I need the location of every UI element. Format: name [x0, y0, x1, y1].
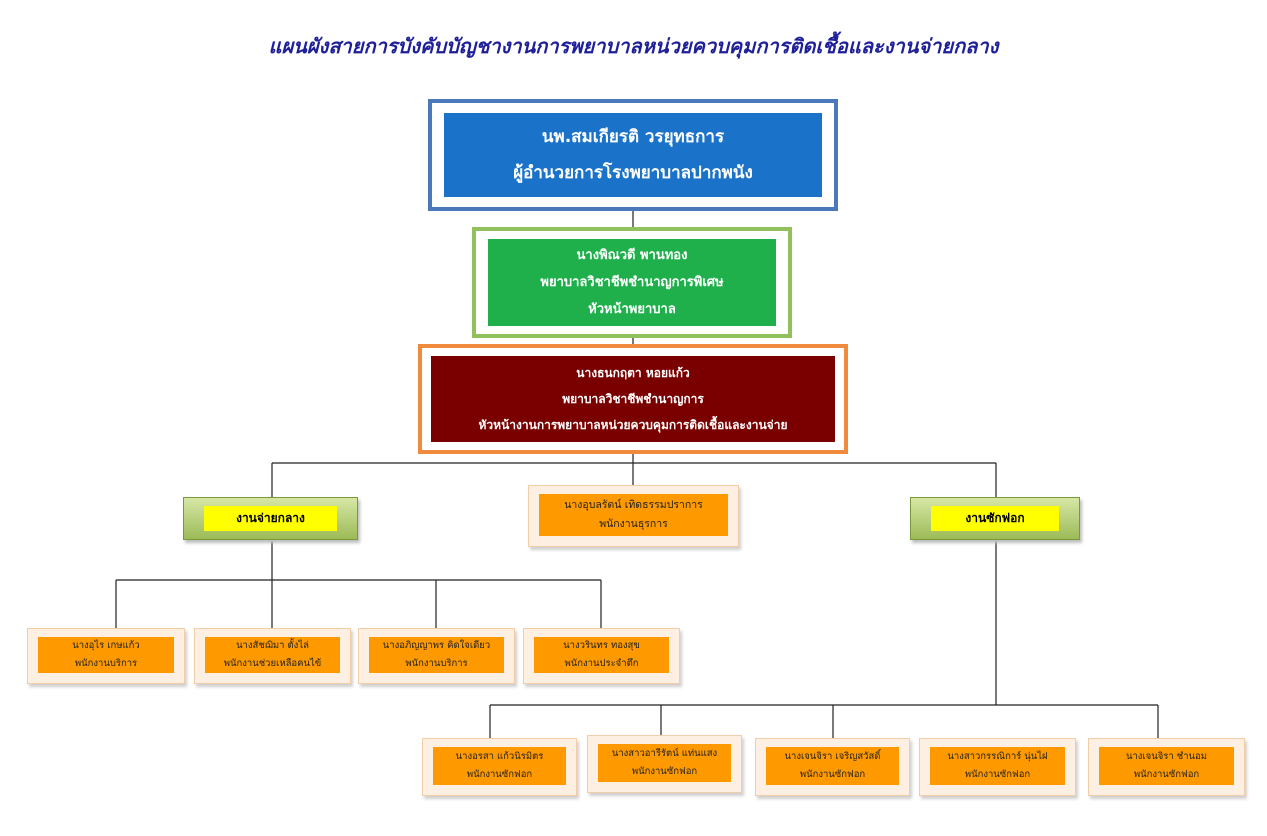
admin-staff-name: นางอุบลรัตน์ เทิดธรรมปราการ: [564, 499, 703, 511]
staff-card-central-1: นางอุไร เกษแก้ว พนักงานบริการ: [27, 628, 185, 684]
staff-name: นางเจนจิรา ชำนอม: [1125, 751, 1208, 762]
section-central-supply: งานจ่ายกลาง: [183, 497, 358, 540]
staff-card-laundry-3: นางเจนจิรา เจริญสวัสดิ์ พนักงานซักฟอก: [755, 738, 910, 796]
staff-card-laundry-4: นางสาวกรรณิการ์ นุ่นไฝ พนักงานซักฟอก: [919, 738, 1076, 796]
staff-name: นางอุไร เกษแก้ว: [72, 640, 140, 651]
staff-name: นางเจนจิรา เจริญสวัสดิ์: [784, 751, 881, 762]
supervisor-position: หัวหน้างานการพยาบาลหน่วยควบคุมการติดเชื้…: [478, 418, 788, 432]
staff-name: นางสาวกรรณิการ์ นุ่นไฝ: [947, 751, 1048, 762]
section-central-supply-label: งานจ่ายกลาง: [204, 506, 337, 531]
staff-name: นางสัชฌิมา ตั้งไล่: [236, 640, 309, 651]
staff-position: พนักงานซักฟอก: [466, 769, 533, 780]
staff-card-laundry-1: นางอรสา แก้วนิรมิตร พนักงานซักฟอก: [422, 738, 577, 796]
staff-position: พนักงานบริการ: [405, 658, 468, 669]
head-nurse-box: นางพิณวดี พานทอง พยาบาลวิชาชีพชำนาญการพิ…: [472, 227, 792, 338]
admin-staff-card: นางอุบลรัตน์ เทิดธรรมปราการ พนักงานธุรกา…: [528, 485, 739, 547]
section-laundry: งานซักฟอก: [910, 497, 1080, 540]
admin-staff-position: พนักงานธุรการ: [599, 518, 668, 530]
staff-position: พนักงานซักฟอก: [631, 766, 698, 777]
head-nurse-name: นางพิณวดี พานทอง: [576, 248, 688, 263]
director-position: ผู้อำนวยการโรงพยาบาลปากพนัง: [513, 163, 753, 183]
chart-title: แผนผังสายการบังคับบัญชางานการพยาบาลหน่วย…: [268, 34, 999, 58]
head-nurse-rank: พยาบาลวิชาชีพชำนาญการพิเศษ: [540, 275, 724, 290]
staff-card-central-2: นางสัชฌิมา ตั้งไล่ พนักงานช่วยเหลือคนไข้: [194, 628, 351, 684]
staff-name: นางอรสา แก้วนิรมิตร: [455, 751, 544, 762]
supervisor-name: นางธนกฤตา หอยแก้ว: [576, 366, 690, 380]
staff-card-laundry-5: นางเจนจิรา ชำนอม พนักงานซักฟอก: [1088, 738, 1245, 796]
staff-position: พนักงานซักฟอก: [1133, 769, 1200, 780]
supervisor-rank: พยาบาลวิชาชีพชำนาญการ: [562, 392, 704, 406]
staff-name: นางวรินทร ทองสุข: [563, 640, 640, 651]
staff-card-central-4: นางวรินทร ทองสุข พนักงานประจำตึก: [523, 628, 680, 684]
staff-position: พนักงานบริการ: [74, 658, 138, 669]
staff-position: พนักงานประจำตึก: [564, 658, 639, 669]
staff-position: พนักงานซักฟอก: [964, 769, 1031, 780]
staff-card-central-3: นางอภิญญาพร คิดใจเดียว พนักงานบริการ: [358, 628, 515, 684]
supervisor-box: นางธนกฤตา หอยแก้ว พยาบาลวิชาชีพชำนาญการ …: [418, 344, 848, 454]
staff-position: พนักงานซักฟอก: [799, 769, 866, 780]
section-laundry-label: งานซักฟอก: [931, 506, 1059, 531]
staff-name: นางสาวอารีรัตน์ แท่นแสง: [611, 748, 718, 759]
director-box: นพ.สมเกียรติ วรยุทธการ ผู้อำนวยการโรงพยา…: [428, 99, 838, 211]
head-nurse-position: หัวหน้าพยาบาล: [588, 302, 676, 317]
staff-position: พนักงานช่วยเหลือคนไข้: [223, 658, 322, 669]
staff-name: นางอภิญญาพร คิดใจเดียว: [382, 640, 491, 651]
staff-card-laundry-2: นางสาวอารีรัตน์ แท่นแสง พนักงานซักฟอก: [587, 735, 742, 793]
director-name: นพ.สมเกียรติ วรยุทธการ: [541, 127, 725, 147]
